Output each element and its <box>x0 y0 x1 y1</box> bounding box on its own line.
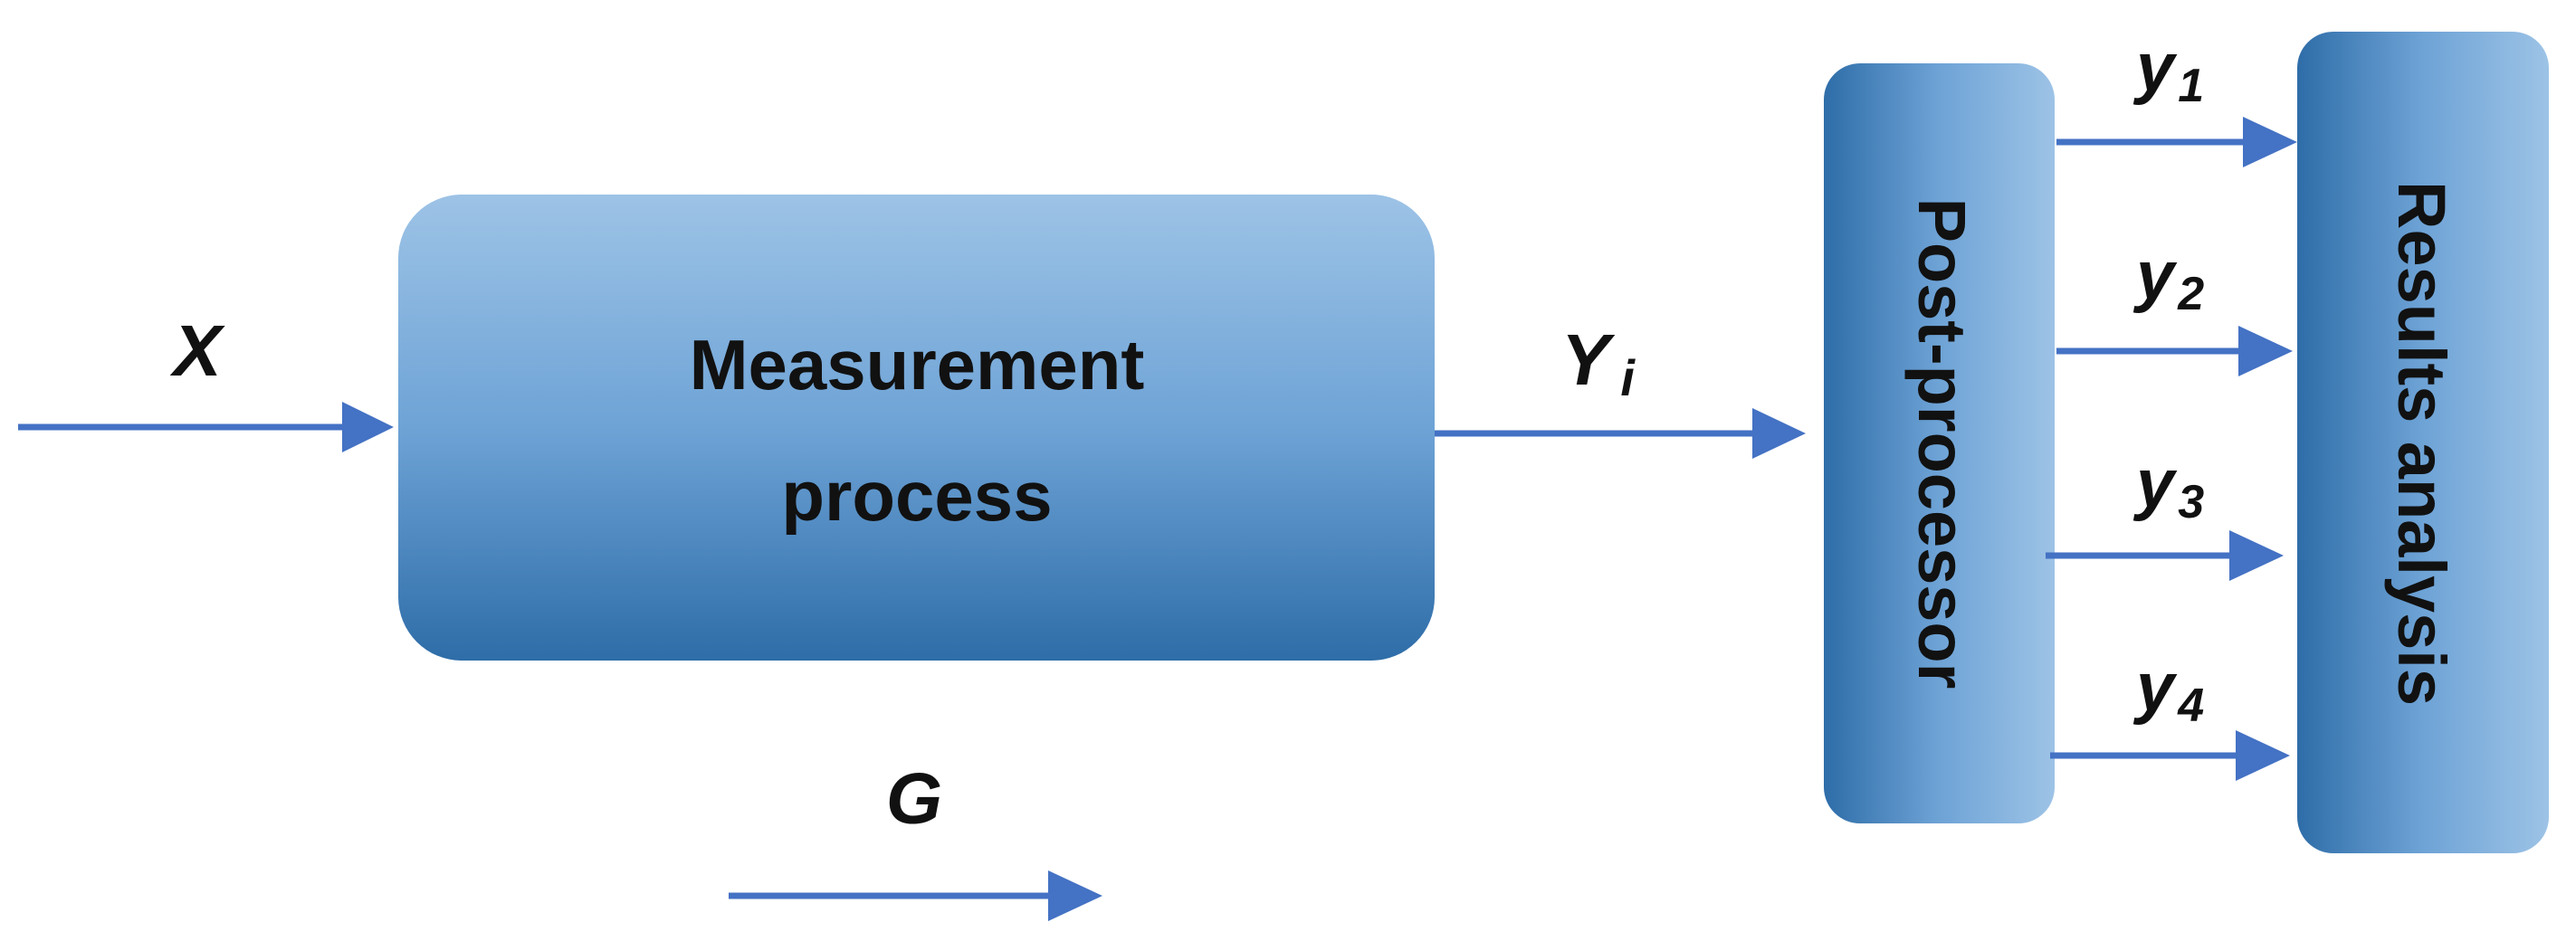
output-y4-base: y <box>2132 649 2178 726</box>
output-signal-label-y1: y1 <box>2132 29 2204 112</box>
measurement-process-block: Measurement process <box>398 195 1435 661</box>
measurement-block-label-line2: process <box>781 456 1052 536</box>
output-y3-base: y <box>2132 445 2178 522</box>
post-processor-block: Post-processor <box>1824 63 2055 823</box>
results-analysis-label: Results analysis <box>2384 181 2459 706</box>
ground-arrow <box>729 870 1102 921</box>
output-arrow-y3 <box>2046 530 2284 581</box>
output-y2-sub: 2 <box>2177 268 2204 320</box>
input-arrow <box>18 402 394 452</box>
output-y3-sub: 3 <box>2178 476 2204 528</box>
output-y2-base: y <box>2132 237 2178 314</box>
output-arrow-y2 <box>2056 326 2293 376</box>
output-y1-sub: 1 <box>2178 60 2204 112</box>
input-signal-label: X <box>169 310 225 391</box>
output-signal-label-y4: y4 <box>2132 649 2204 732</box>
results-analysis-block: Results analysis <box>2297 32 2549 853</box>
output-signal-label-y3: y3 <box>2132 445 2204 528</box>
ground-signal-label: G <box>886 758 942 839</box>
post-processor-label: Post-processor <box>1904 198 1980 689</box>
output-arrow-y1 <box>2056 117 2297 167</box>
output-y4-sub: 4 <box>2177 680 2204 732</box>
output-signal-label-y2: y2 <box>2132 237 2204 320</box>
intermediate-signal-base: Y <box>1561 319 1616 400</box>
intermediate-arrow <box>1435 408 1806 459</box>
output-y1-base: y <box>2132 29 2178 106</box>
output-arrow-y4 <box>2050 730 2290 781</box>
intermediate-signal-sub: i <box>1620 349 1636 406</box>
measurement-block-label-line1: Measurement <box>690 325 1145 404</box>
